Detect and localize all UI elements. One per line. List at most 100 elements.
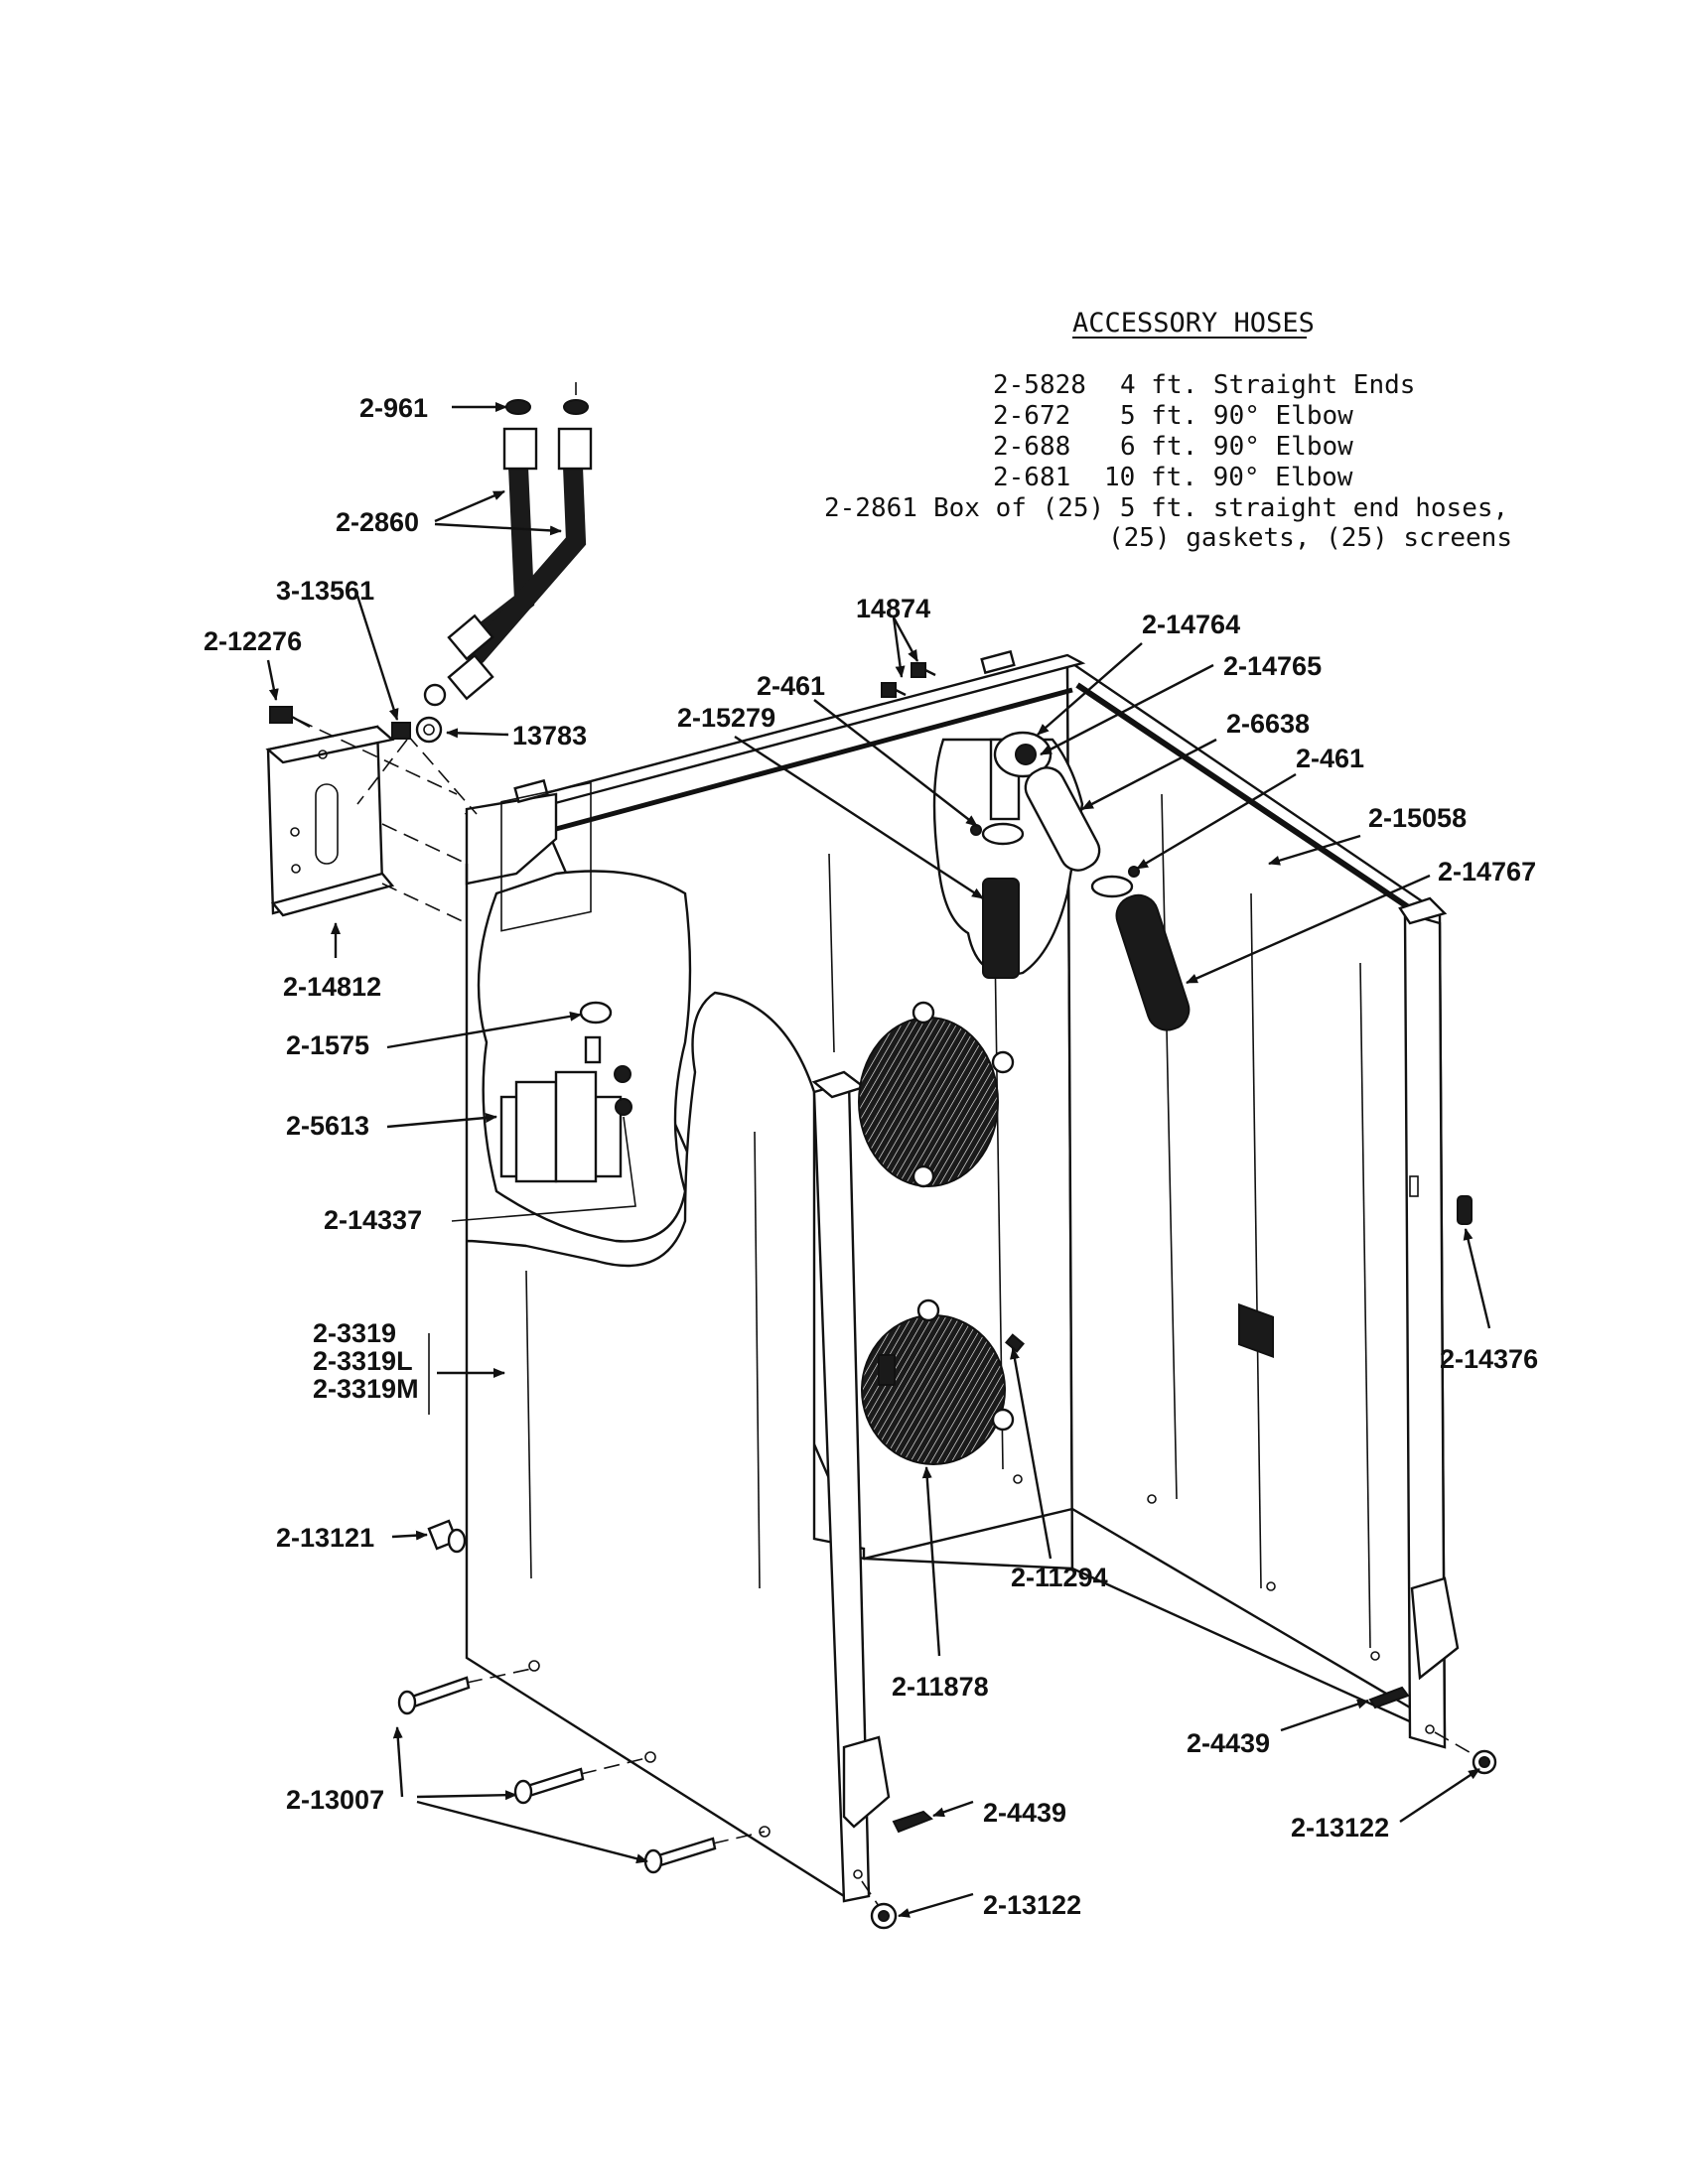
leader-arrow: [1081, 738, 1217, 811]
assembly-guide: [712, 1831, 766, 1844]
leader-arrow: [392, 1726, 404, 1798]
panel-hole: [853, 1869, 863, 1879]
bracket-bottom-flange: [270, 872, 395, 917]
panel-rib: [1250, 892, 1262, 1589]
valve-washer-2-1575: [579, 1001, 613, 1024]
right-leg-bracket: [1410, 1576, 1460, 1681]
hose-coupling: [447, 653, 494, 701]
label-3-13561: 3-13561: [276, 576, 374, 606]
bracket-hole: [290, 827, 300, 837]
upper-drum-port: [858, 1017, 999, 1187]
screw-2-12276: [269, 706, 311, 729]
label-2-961: 2-961: [359, 393, 428, 423]
screw-2-13007: [653, 1837, 717, 1868]
label-2-14765: 2-14765: [1223, 651, 1322, 681]
leader-arrow: [1268, 834, 1361, 866]
screw-2-13007: [522, 1767, 585, 1799]
hose-part-number: 2-688: [993, 432, 1070, 462]
leader-arrow: [892, 616, 919, 662]
label-2-14337: 2-14337: [324, 1205, 422, 1235]
front-leg-bracket: [842, 1735, 891, 1829]
valve-plug: [614, 1065, 632, 1083]
bracket-slot: [315, 783, 339, 865]
leader-arrow: [1463, 1228, 1491, 1329]
panel-hole: [528, 1660, 540, 1672]
panel-hole: [1425, 1724, 1435, 1734]
hose-2-14767: [1115, 893, 1191, 1031]
assembly-guide: [861, 1880, 880, 1907]
screw-head: [397, 1690, 417, 1715]
cabinet-top-rail-front: [555, 687, 1073, 832]
screw-14874: [911, 662, 926, 678]
inlet-bracket-2-14812: [265, 725, 468, 924]
top-clip: [980, 649, 1016, 675]
lower-drum-port: [861, 1314, 1006, 1465]
leader-arrow: [734, 735, 984, 900]
label-2-13122: 2-13122: [1291, 1813, 1389, 1843]
hose-description: 5 ft. 90° Elbow: [1120, 401, 1353, 431]
leader-arrow: [355, 595, 399, 721]
assembly-guide: [381, 823, 468, 865]
hose-part-number: 2-2861: [824, 493, 917, 523]
panel-hole: [644, 1751, 656, 1763]
screw-2-13007: [407, 1676, 471, 1709]
leader-arrow: [1136, 772, 1297, 871]
label-2-14764: 2-14764: [1142, 610, 1240, 639]
cabinet-left-top-corner: [465, 792, 558, 886]
leader-lines: [266, 402, 1491, 1918]
leader-arrow: [416, 1790, 517, 1801]
hose-description: Box of (25) 5 ft. straight end hoses,: [933, 493, 1508, 523]
leader-arrow: [892, 616, 906, 678]
label-2-3319L: 2-3319L: [313, 1346, 413, 1376]
valve-body: [554, 1070, 598, 1183]
label-14874: 14874: [856, 594, 930, 623]
screw-head: [447, 1528, 467, 1554]
leader-arrow: [446, 728, 509, 739]
clamp-2-14765: [1015, 744, 1037, 765]
label-2-5613: 2-5613: [286, 1111, 369, 1141]
hose-description: 10 ft. 90° Elbow: [1104, 463, 1353, 492]
valve-plug-2-14337: [615, 1098, 632, 1116]
label-2-461: 2-461: [757, 671, 825, 701]
screw-14874: [881, 682, 897, 698]
drain-hose-2-6638: [1024, 766, 1101, 872]
label-2-3319M: 2-3319M: [313, 1374, 419, 1404]
cabinet-floor-edge-right: [1071, 1507, 1411, 1709]
panel-rib: [525, 1270, 532, 1579]
assembly-guide: [406, 734, 478, 815]
label-plate-2-15058: [1238, 1302, 1274, 1358]
label-2-11878: 2-11878: [892, 1672, 989, 1702]
leader-line: [451, 1116, 636, 1222]
right-front-post: [1403, 911, 1447, 1749]
label-2-15279: 2-15279: [677, 703, 775, 733]
assembly-guide: [381, 883, 468, 924]
cabinet-floor-edge-back: [863, 1507, 1073, 1561]
panel-rib: [1161, 793, 1178, 1500]
cabinet-top-rail-right: [1075, 682, 1412, 911]
drum-tab: [912, 1001, 935, 1024]
right-post-cap: [1398, 896, 1448, 925]
hose-coupling: [502, 427, 538, 471]
valve-stem: [584, 1035, 602, 1064]
hose-clamp-2-461: [1090, 875, 1134, 898]
foot-bolt: [878, 1910, 890, 1922]
leader-arrow: [434, 522, 562, 536]
leader-arrow: [416, 1800, 648, 1864]
label-2-461: 2-461: [1296, 744, 1364, 773]
hose-description: 6 ft. 90° Elbow: [1120, 432, 1353, 462]
label-2-14376: 2-14376: [1440, 1344, 1538, 1374]
part-2-14376: [1409, 1175, 1473, 1225]
screw-2-13121: [427, 1519, 467, 1554]
leader-arrow: [813, 699, 978, 827]
label-2-12276: 2-12276: [204, 626, 302, 656]
valve-cutaway-outline: [477, 870, 692, 1243]
bracket-hole: [318, 750, 328, 759]
leader-arrow: [1037, 642, 1143, 736]
panel-rib: [1359, 962, 1371, 1649]
hose-washer-2-961: [505, 399, 531, 415]
panel-hole: [1013, 1474, 1023, 1484]
assembly-guide: [466, 1667, 537, 1684]
accessory-hoses-title: ACCESSORY HOSES: [1072, 308, 1315, 339]
lower-drum-opening: [861, 1298, 1025, 1465]
